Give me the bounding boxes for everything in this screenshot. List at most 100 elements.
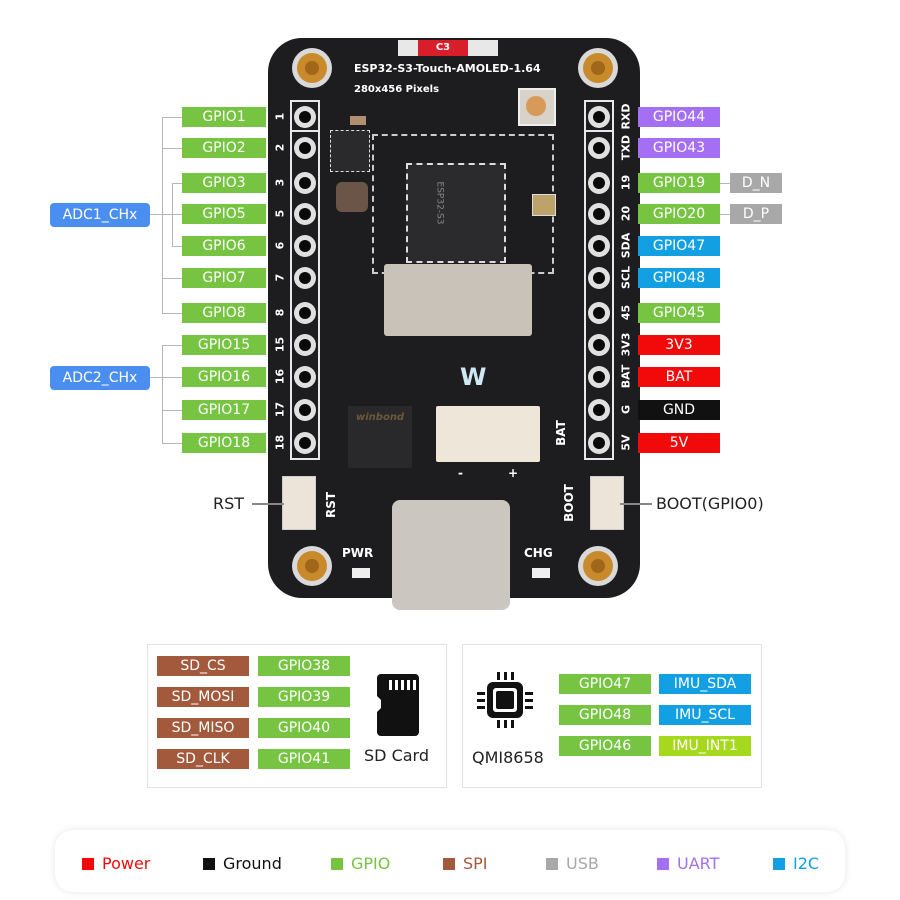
header-pin — [588, 366, 610, 388]
mount-hole-bottom-right — [578, 546, 618, 586]
pin-label-gpio17: GPIO17 — [182, 400, 266, 420]
legend-item-uart: UART — [657, 854, 719, 874]
chip-icon — [477, 672, 533, 728]
pin-silk-label: SCL — [619, 266, 633, 290]
legend-item-usb: USB — [546, 854, 599, 874]
usb-dn-link — [720, 183, 730, 184]
legend-swatch — [773, 858, 785, 870]
boot-silk: BOOT — [561, 484, 576, 522]
sd-card-caption: SD Card — [364, 746, 429, 765]
legend-item-i2c: I2C — [773, 854, 819, 874]
pin-silk-label: TXD — [619, 134, 633, 161]
pin-silk-label: 2 — [273, 143, 287, 152]
bat-minus: - — [458, 466, 463, 480]
legend-swatch — [657, 858, 669, 870]
legend-label: GPIO — [351, 854, 391, 873]
header-pin — [294, 366, 316, 388]
legend-swatch — [331, 858, 343, 870]
pin-label-gnd: GND — [638, 400, 720, 420]
adc1-group-label: ADC1_CHx — [50, 203, 150, 227]
imu-gpio-label: GPIO47 — [559, 674, 651, 694]
pin-label-gpio15: GPIO15 — [182, 335, 266, 355]
boot-button[interactable] — [590, 476, 624, 530]
header-pin — [588, 267, 610, 289]
pin-label-gpio8: GPIO8 — [182, 303, 266, 323]
flash-chip-label: winbond — [356, 412, 405, 423]
header-pin — [588, 106, 610, 128]
pin-silk-label: 7 — [273, 273, 287, 282]
header-pin — [588, 235, 610, 257]
mount-hole-top-left — [292, 48, 332, 88]
imu-gpio-label: GPIO46 — [559, 736, 651, 756]
buzzer — [336, 182, 368, 212]
pin-label-gpio7: GPIO7 — [182, 268, 266, 288]
header-pin — [588, 302, 610, 324]
sd-gpio-label: GPIO41 — [258, 749, 350, 769]
pin-label-5v: 5V — [638, 433, 720, 453]
pin-label-gpio2: GPIO2 — [182, 138, 266, 158]
pin-label-gpio6: GPIO6 — [182, 236, 266, 256]
rst-button[interactable] — [282, 476, 316, 530]
rst-silk: RST — [324, 491, 339, 519]
flash-chip — [348, 406, 412, 468]
pin-label-gpio45: GPIO45 — [638, 303, 720, 323]
board-title: ESP32-S3-Touch-AMOLED-1.64 — [354, 62, 541, 75]
boot-callout-label: BOOT(GPIO0) — [656, 494, 764, 513]
imu-signal-label: IMU_SDA — [659, 674, 751, 694]
left-header-outline — [290, 130, 320, 460]
adc2-bracket-bottom — [162, 443, 182, 444]
header-pin — [294, 334, 316, 356]
adc1-bracket-top — [162, 117, 182, 118]
pin-label-gpio19: GPIO19 — [638, 173, 720, 193]
header-pin — [588, 399, 610, 421]
header-pin — [588, 203, 610, 225]
chg-led-label: CHG — [524, 546, 553, 560]
esp32-chip-label: ESP32-S3 — [434, 181, 445, 225]
legend-item-ground: Ground — [203, 854, 282, 874]
adc1-bracket-outer — [162, 117, 163, 313]
connector-c3: C3 — [418, 40, 468, 56]
imu-gpio-label: GPIO48 — [559, 705, 651, 725]
adc2-connector-line — [150, 377, 182, 378]
header-pin — [588, 137, 610, 159]
legend-label: SPI — [463, 854, 488, 873]
adc1-bracket-7 — [162, 278, 182, 279]
sd-signal-label: SD_CLK — [157, 749, 249, 769]
legend-swatch — [443, 858, 455, 870]
pin-label-gpio16: GPIO16 — [182, 367, 266, 387]
bat-silk: BAT — [553, 420, 568, 446]
legend-item-gpio: GPIO — [331, 854, 390, 874]
capacitor — [350, 116, 366, 125]
header-pin — [294, 137, 316, 159]
pwr-led — [352, 568, 370, 578]
usb-label-d-p: D_P — [730, 204, 782, 224]
waveshare-logo: W — [460, 363, 487, 391]
header-pin — [294, 267, 316, 289]
pin-label-3v3: 3V3 — [638, 335, 720, 355]
pin-label-gpio48: GPIO48 — [638, 268, 720, 288]
header-pin — [588, 172, 610, 194]
header-pin — [588, 432, 610, 454]
legend-label: Ground — [223, 854, 282, 873]
rst-callout-line — [252, 503, 284, 505]
adc1-bracket-inner-top — [172, 183, 182, 184]
pin-silk-label: 5V — [619, 434, 633, 451]
legend-swatch — [203, 858, 215, 870]
pin-label-gpio3: GPIO3 — [182, 173, 266, 193]
header-pin — [294, 432, 316, 454]
adc2-group-label: ADC2_CHx — [50, 366, 150, 390]
header-pin — [294, 302, 316, 324]
imu-signal-label: IMU_INT1 — [659, 736, 751, 756]
pin-label-gpio44: GPIO44 — [638, 107, 720, 127]
pin-label-gpio47: GPIO47 — [638, 236, 720, 256]
header-pin — [588, 334, 610, 356]
sd-card-icon — [377, 674, 419, 736]
usb-c-port[interactable] — [392, 500, 510, 610]
header-pin — [294, 106, 316, 128]
imu-caption: QMI8658 — [472, 748, 544, 767]
header-pin — [294, 203, 316, 225]
adc1-connector-line — [150, 214, 182, 215]
sd-gpio-label: GPIO38 — [258, 656, 350, 676]
pin-label-bat: BAT — [638, 367, 720, 387]
adc2-bracket — [162, 345, 163, 443]
